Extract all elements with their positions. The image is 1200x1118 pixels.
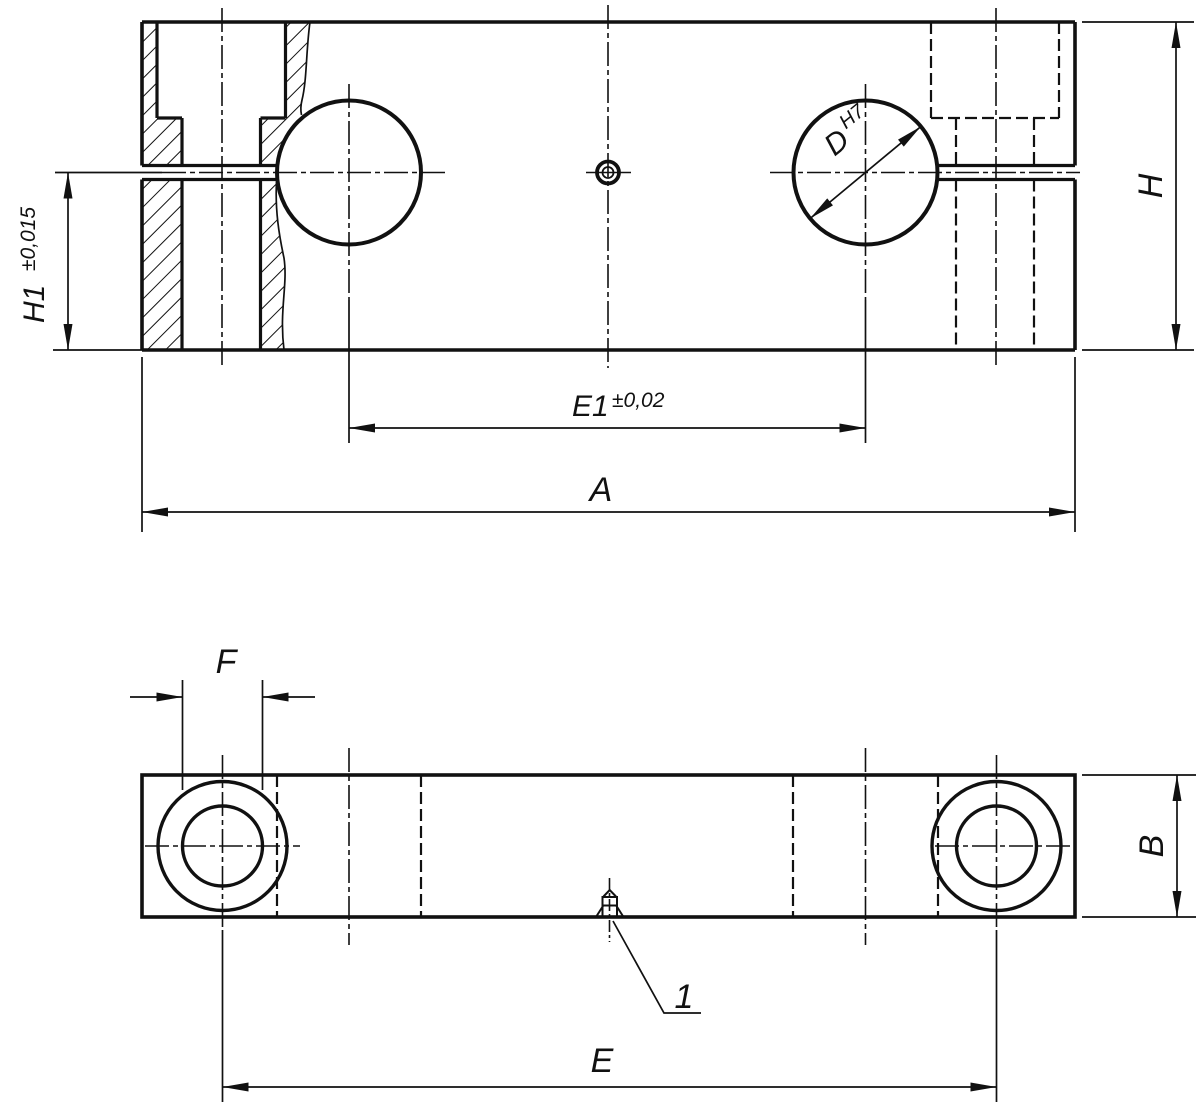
item-1-label: 1 bbox=[675, 978, 694, 1016]
front-dimensions bbox=[53, 21, 1194, 532]
h1-tolerance: ±0,015 bbox=[17, 207, 40, 271]
a-label: A bbox=[588, 471, 613, 509]
bottom-centerlines bbox=[145, 748, 1072, 945]
d-label-group: D H7 bbox=[818, 100, 869, 163]
hidden-counterbore bbox=[929, 22, 1061, 350]
f-label: F bbox=[216, 643, 239, 681]
h-label: H bbox=[1132, 173, 1170, 198]
b-label-group: B bbox=[1133, 835, 1171, 858]
e1-label: E1 bbox=[572, 390, 609, 423]
bottom-hidden-lines bbox=[275, 775, 940, 917]
e-label: E bbox=[591, 1042, 614, 1080]
dim-d bbox=[809, 125, 922, 220]
section-hatching bbox=[142, 22, 310, 350]
item-1-leader bbox=[612, 920, 701, 1014]
dim-a bbox=[141, 357, 1076, 532]
h1-label: H1 bbox=[18, 285, 51, 323]
item-1-fitting bbox=[595, 888, 625, 918]
h-label-group: H bbox=[1132, 173, 1170, 198]
bottom-view bbox=[140, 748, 1077, 945]
dim-h1 bbox=[53, 171, 162, 351]
counterbore-section bbox=[155, 22, 288, 350]
front-centerlines bbox=[162, 5, 1080, 368]
dim-f bbox=[130, 680, 315, 790]
bottom-dimension-labels: F E B 1 bbox=[216, 643, 1171, 1080]
h1-label-group: H1 ±0,015 bbox=[17, 207, 51, 323]
clamping-slit bbox=[142, 163, 1075, 182]
dim-b bbox=[1082, 774, 1196, 918]
dim-e bbox=[221, 930, 998, 1102]
b-label: B bbox=[1133, 835, 1171, 858]
front-view bbox=[140, 5, 1080, 368]
dim-h bbox=[1082, 21, 1194, 351]
e1-tolerance: ±0,02 bbox=[612, 389, 665, 412]
break-lines bbox=[275, 21, 311, 351]
dim-e1 bbox=[348, 300, 867, 443]
front-dimension-labels: H1 ±0,015 E1 ±0,02 A H D H7 bbox=[17, 100, 1170, 509]
bottom-dimensions bbox=[130, 680, 1196, 1102]
